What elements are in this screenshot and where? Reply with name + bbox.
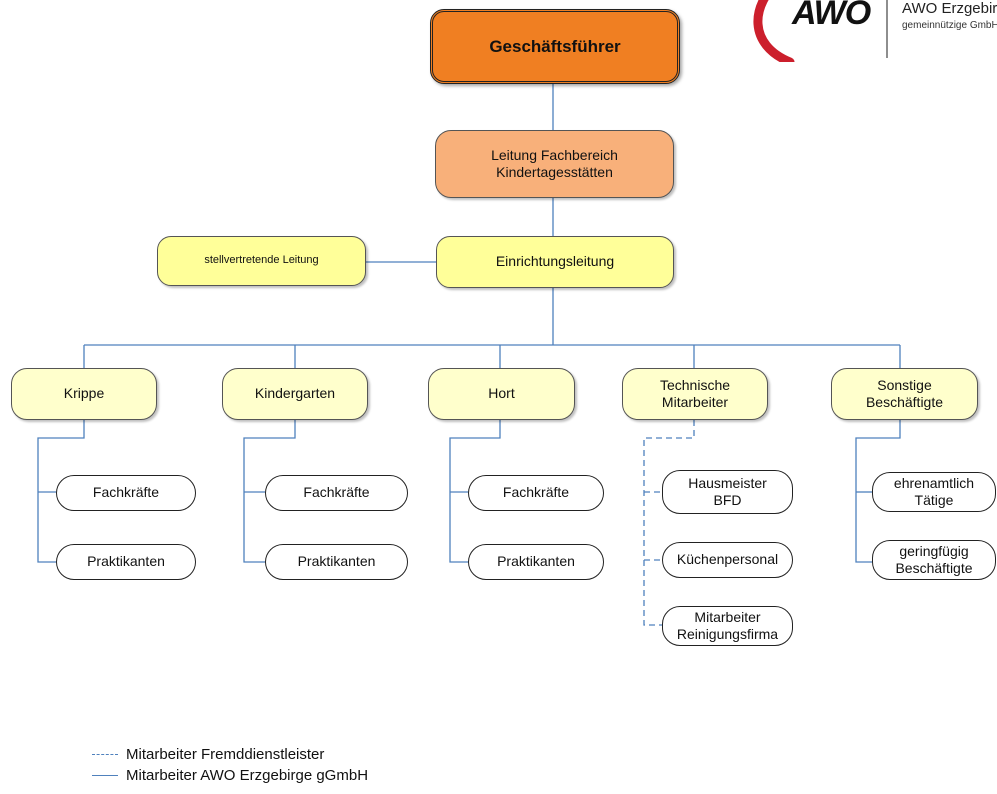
division-head-node: Leitung Fachbereich Kindertagesstätten bbox=[435, 130, 674, 198]
kindergarten-fachkraefte: Fachkräfte bbox=[265, 475, 408, 511]
legend-solid-row: Mitarbeiter AWO Erzgebirge gGmbH bbox=[92, 767, 368, 784]
logo-mark: AWO bbox=[792, 0, 871, 32]
krippe-fachkraefte: Fachkräfte bbox=[56, 475, 196, 511]
logo-name: AWO Erzgebirge bbox=[902, 0, 997, 17]
sonstige-ehrenamtlich-taetige: ehrenamtlich Tätige bbox=[872, 472, 996, 512]
kindergarten-praktikanten: Praktikanten bbox=[265, 544, 408, 580]
awo-logo: AWO AWO Erzgebirge gemeinnützige GmbH bbox=[750, 0, 997, 62]
department-sonstige-beschaeftigte: Sonstige Beschäftigte bbox=[831, 368, 978, 420]
krippe-praktikanten: Praktikanten bbox=[56, 544, 196, 580]
technik-kuechenpersonal: Küchenpersonal bbox=[662, 542, 793, 578]
connector-krippe-tree bbox=[37, 420, 85, 563]
logo-subtitle: gemeinnützige GmbH bbox=[902, 20, 997, 31]
logo-heart-icon bbox=[753, 0, 888, 62]
legend-dashed-label: Mitarbeiter Fremddienstleister bbox=[126, 746, 325, 763]
department-hort: Hort bbox=[428, 368, 575, 420]
connector-hort-tree bbox=[449, 420, 501, 563]
legend-dashed-row: Mitarbeiter Fremddienstleister bbox=[92, 746, 324, 763]
hort-praktikanten: Praktikanten bbox=[468, 544, 604, 580]
technik-mitarbeiter-reinigungsfirma: Mitarbeiter Reinigungsfirma bbox=[662, 606, 793, 646]
technik-hausmeister-bfd: Hausmeister BFD bbox=[662, 470, 793, 514]
hort-fachkraefte: Fachkräfte bbox=[468, 475, 604, 511]
legend-dashed-swatch bbox=[92, 754, 118, 755]
connector-sonstige-tree bbox=[855, 420, 901, 563]
sonstige-geringfuegig-beschaeftigte: geringfügig Beschäftigte bbox=[872, 540, 996, 580]
department-kindergarten: Kindergarten bbox=[222, 368, 368, 420]
connector-technik-tree-dashed bbox=[643, 420, 695, 626]
legend-solid-swatch bbox=[92, 775, 118, 776]
legend-solid-label: Mitarbeiter AWO Erzgebirge gGmbH bbox=[126, 767, 369, 784]
department-technische-mitarbeiter: Technische Mitarbeiter bbox=[622, 368, 768, 420]
department-krippe: Krippe bbox=[11, 368, 157, 420]
facility-head-node: Einrichtungsleitung bbox=[436, 236, 674, 288]
ceo-node: Geschäftsführer bbox=[430, 9, 680, 84]
connector-kindergarten-tree bbox=[243, 420, 296, 563]
deputy-node: stellvertretende Leitung bbox=[157, 236, 366, 286]
